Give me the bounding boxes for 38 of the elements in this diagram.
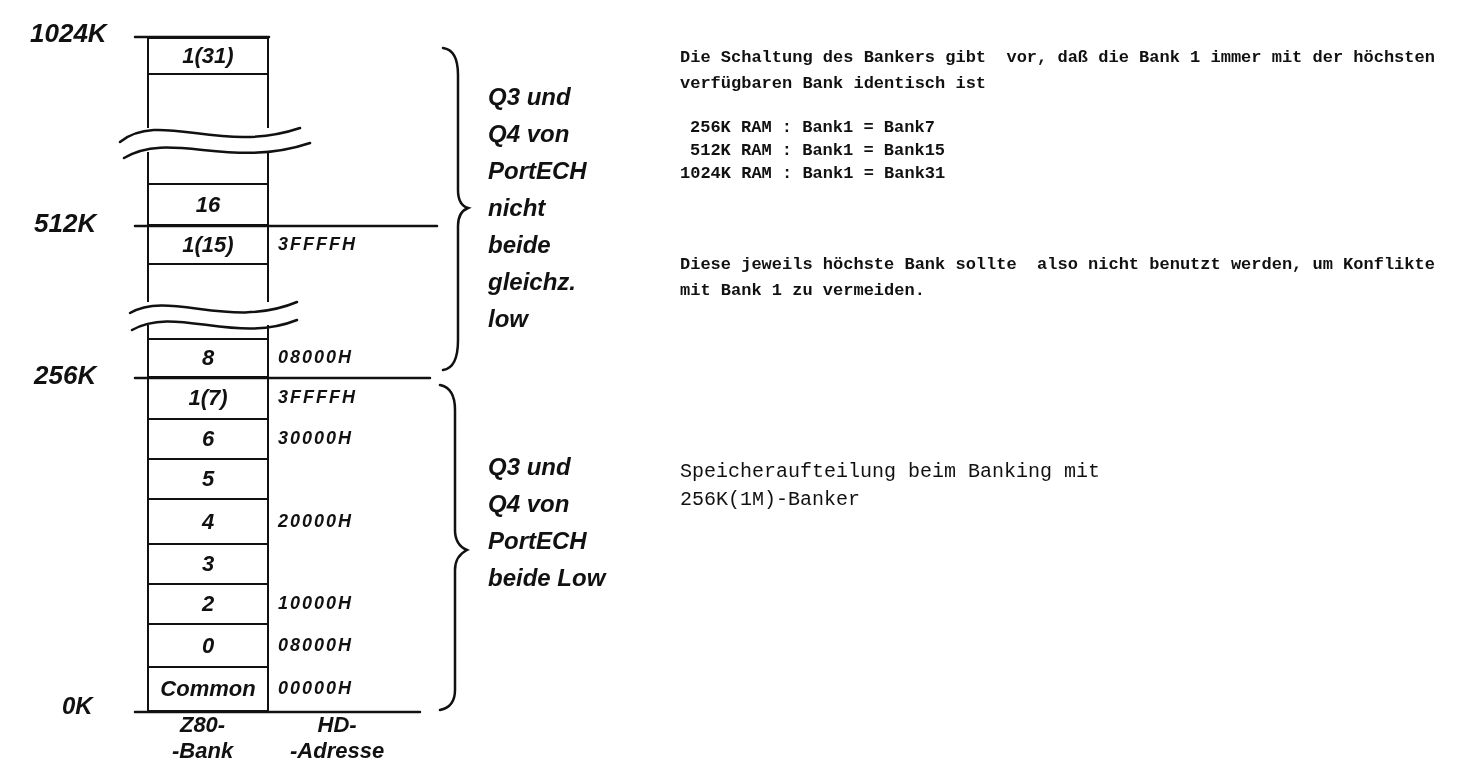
empty-memory-cell [147,265,269,302]
memory-bank-cell: 1(7) [147,378,269,420]
memory-bank-cell: 6 [147,420,269,460]
caption: Speicheraufteilung beim Banking mit 256K(1M)-Banker [680,459,1102,513]
note: Q3 und Q4 von PortECH beide Low [488,452,606,593]
address-label: 08000H [278,634,354,656]
empty-memory-cell [147,75,269,128]
text-line: 512K RAM : Bank1 = Bank15 [690,141,946,160]
memory-bank-cell: 8 [147,340,269,378]
memory-bank-cell: 3 [147,545,269,585]
paragraph: Diese jeweils höchste Bank sollte also nicht benutzt werden, um Konflikte mit Bank 1 zu vermeiden. [680,254,1436,302]
memory-bank-cell: 5 [147,460,269,500]
paragraph: Die Schaltung des Bankers gibt vor, daß die Bank 1 immer mit der höchsten verfügbaren Bank identisch ist [680,47,1436,95]
scale-mark: 1024K [30,18,107,49]
text-line: 256K RAM : Bank1 = Bank7 [690,118,935,137]
empty-memory-cell [147,152,269,185]
scale-mark: 0K [62,692,93,720]
note: Q3 und Q4 von PortECH nicht beide gleichz. low [488,82,588,334]
address-label: 3FFFFH [278,233,357,255]
address-label: 30000H [278,428,354,449]
memory-bank-cell: 1(31) [147,37,269,75]
text-line: 1024K RAM : Bank1 = Bank31 [680,164,946,183]
address-label: 10000H [278,593,354,614]
address-label: 3FFFFH [278,387,357,408]
memory-bank-cell: 2 [147,585,269,625]
column-heading: Z80- -Bank [172,712,234,764]
memory-bank-cell: 16 [147,185,269,226]
memory-bank-cell: 4 [147,500,269,545]
address-label: 08000H [278,347,354,368]
scale-mark: 512K [34,208,97,239]
scale-mark: 256K [34,360,97,391]
column-heading: HD- -Adresse [290,712,385,764]
address-label: 20000H [278,510,354,532]
empty-memory-cell [147,325,269,340]
address-label: 00000H [278,678,354,699]
memory-bank-cell: Common [147,668,269,712]
memory-bank-cell: 0 [147,625,269,668]
memory-bank-cell: 1(15) [147,226,269,265]
